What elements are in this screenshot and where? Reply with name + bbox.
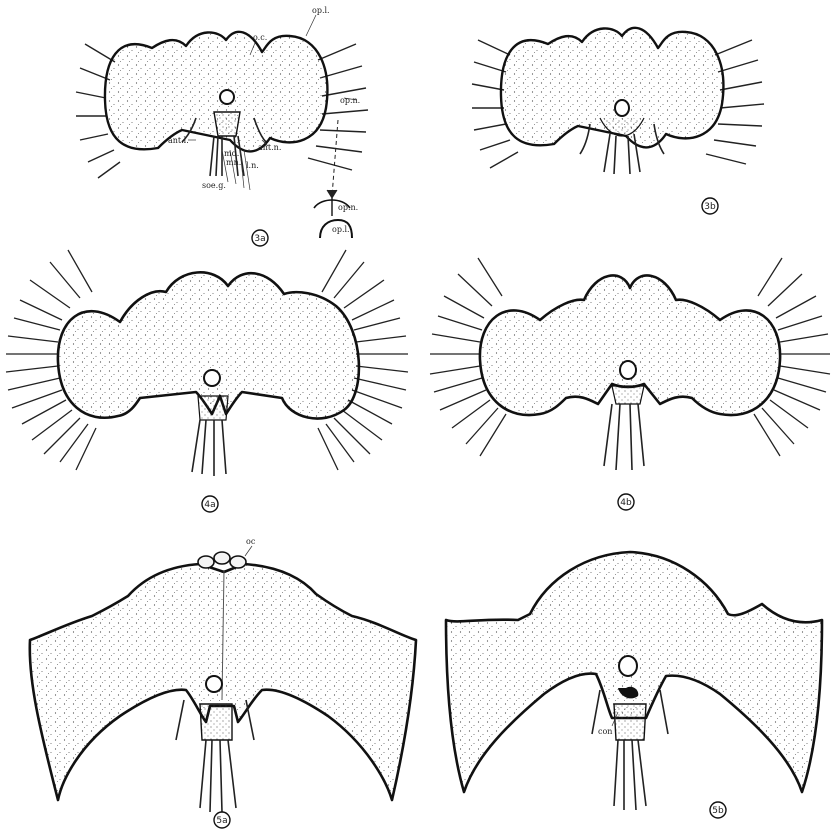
figure-5b: con 5b bbox=[446, 552, 822, 818]
figure-id: 5a bbox=[216, 816, 227, 826]
figure-id: 4a bbox=[204, 500, 215, 510]
oesophageal-foramen bbox=[206, 676, 222, 692]
inset-optic-detail: op.n. op.l. bbox=[314, 120, 358, 238]
label-oc: o.c. bbox=[253, 33, 267, 42]
figure-id: 5b bbox=[712, 806, 724, 816]
oesophageal-foramen bbox=[620, 361, 636, 379]
ocelli bbox=[198, 552, 246, 568]
label-soeg: soe.g. bbox=[202, 181, 226, 190]
brain-outline bbox=[105, 32, 327, 152]
ventral-nerves bbox=[192, 420, 226, 476]
label-opn: op.n. bbox=[340, 96, 360, 105]
oesophageal-foramen bbox=[220, 90, 234, 104]
label-opn-inset: op.n. bbox=[338, 203, 358, 212]
label-md: md. bbox=[224, 149, 239, 158]
label-oc: oc bbox=[246, 537, 256, 546]
figure-5a: oc 5a bbox=[30, 537, 416, 828]
figure-id: 4b bbox=[620, 498, 632, 508]
figure-3b: 3b bbox=[472, 28, 764, 214]
label-lr: l.n. bbox=[246, 161, 259, 170]
label-mn: mn. bbox=[226, 158, 241, 167]
label-opl: op.l. bbox=[312, 6, 330, 15]
figure-3a: o.c. op.l. ant.l. ant.n. md. mn. l.n. so… bbox=[76, 6, 368, 246]
figure-4a: 4a bbox=[6, 250, 408, 512]
figure-id: 3a bbox=[254, 234, 265, 244]
label-antl: ant.l. bbox=[168, 136, 189, 145]
label-opl-inset: op.l. bbox=[332, 225, 350, 234]
label-antn: ant.n. bbox=[258, 143, 281, 152]
ventral-nerves bbox=[604, 404, 644, 470]
suboesophageal-ganglion bbox=[214, 112, 240, 136]
figure-4b: 4b bbox=[430, 258, 830, 510]
oesophageal-foramen bbox=[615, 100, 629, 116]
oesophageal-foramen bbox=[619, 656, 637, 676]
oesophageal-foramen bbox=[204, 370, 220, 386]
label-con: con bbox=[598, 727, 612, 736]
brain-outline bbox=[30, 564, 416, 800]
figure-id: 3b bbox=[704, 202, 716, 212]
